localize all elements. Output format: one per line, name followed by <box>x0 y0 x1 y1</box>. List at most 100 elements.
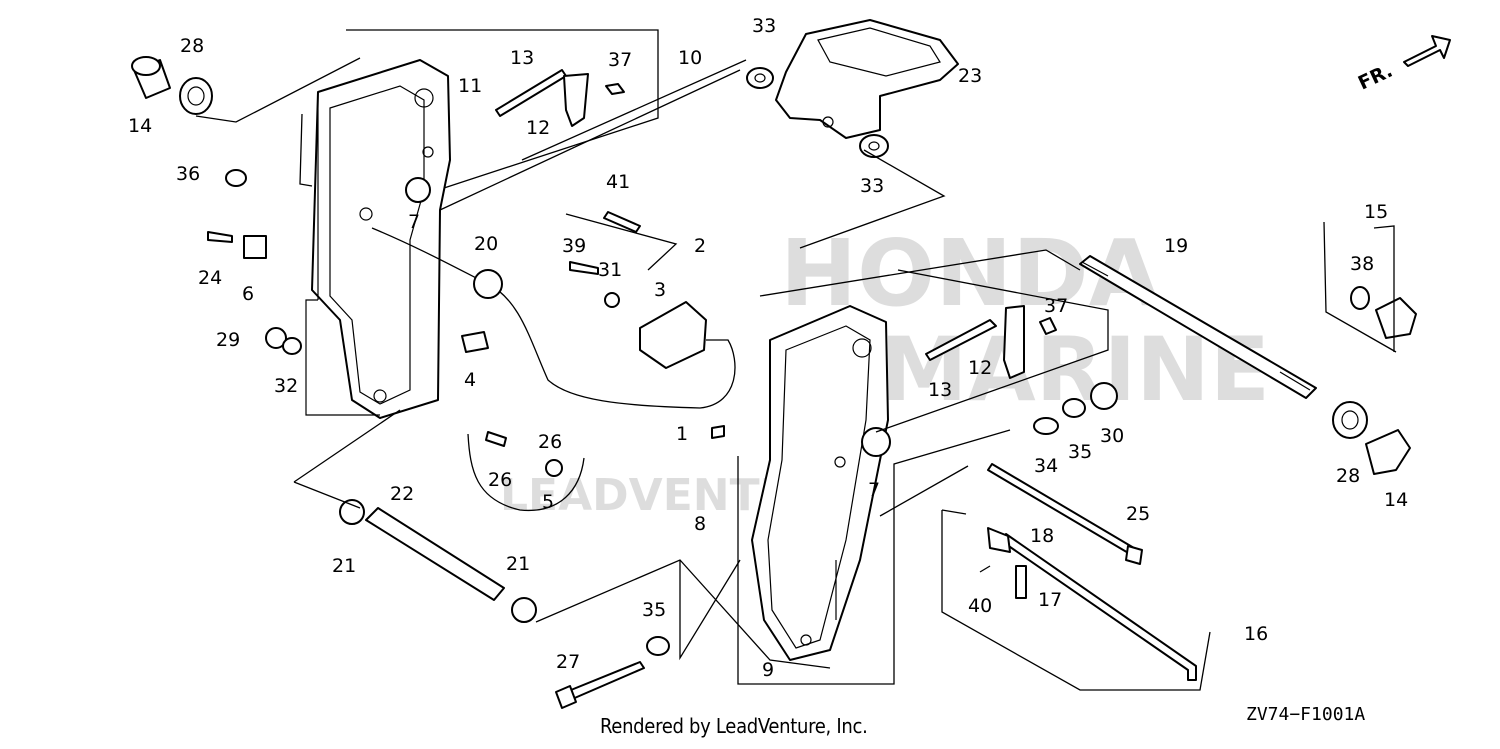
callout-38: 38 <box>1350 253 1374 275</box>
callout-32: 32 <box>274 375 298 397</box>
o-ring-38 <box>1350 286 1370 310</box>
wire-harness <box>299 113 313 187</box>
callout-26-top: 26 <box>538 431 562 453</box>
callout-13-left: 13 <box>510 47 534 69</box>
callout-28-left: 28 <box>180 35 204 57</box>
callout-7-right: 7 <box>868 479 880 501</box>
washer-35-right <box>1062 398 1086 418</box>
callout-7-left: 7 <box>408 211 420 233</box>
callout-15: 15 <box>1364 201 1388 223</box>
callout-16: 16 <box>1244 623 1268 645</box>
callout-36: 36 <box>176 163 200 185</box>
callout-21-left: 21 <box>332 555 356 577</box>
callout-8: 8 <box>694 513 706 535</box>
callouts: 1 2 3 4 5 6 7 7 8 9 10 11 12 12 13 13 14… <box>128 15 1408 681</box>
diagram-code: ZV74−F1001A <box>1246 704 1366 725</box>
callout-25: 25 <box>1126 503 1150 525</box>
callout-28-right: 28 <box>1336 465 1360 487</box>
rendered-by-footer: Rendered by LeadVenture, Inc. <box>600 714 868 738</box>
callout-6: 6 <box>242 283 254 305</box>
leader-lines <box>195 29 1397 691</box>
front-direction-arrow: FR. <box>1355 35 1451 95</box>
bolt-24 <box>207 231 233 243</box>
orientation-label: FR. <box>1355 60 1396 95</box>
nut-28-right <box>1332 401 1368 439</box>
callout-12-right: 12 <box>968 357 992 379</box>
bracket-3 <box>639 301 707 369</box>
callout-41: 41 <box>606 171 630 193</box>
callout-1: 1 <box>676 423 688 445</box>
bolt-37-left <box>605 83 625 95</box>
callout-3: 3 <box>654 279 666 301</box>
callout-9: 9 <box>762 659 774 681</box>
washer-31 <box>604 292 620 308</box>
right-stern-bracket <box>751 305 889 661</box>
callout-29: 29 <box>216 329 240 351</box>
pin-40 <box>979 565 991 573</box>
callout-35-left: 35 <box>642 599 666 621</box>
trim-rod-13-left <box>495 69 567 117</box>
callout-23: 23 <box>958 65 982 87</box>
cap-15 <box>1375 297 1417 339</box>
bolt-25 <box>987 463 1143 565</box>
callout-10: 10 <box>678 47 702 69</box>
clip-36 <box>225 169 247 187</box>
bolt-27 <box>555 661 645 709</box>
nut-29 <box>265 327 287 349</box>
callout-20: 20 <box>474 233 498 255</box>
trim-rod-13-right <box>925 319 997 361</box>
callout-2: 2 <box>694 235 706 257</box>
callout-14-right: 14 <box>1384 489 1408 511</box>
callout-19: 19 <box>1164 235 1188 257</box>
callout-18: 18 <box>1030 525 1054 547</box>
grommet-7-left <box>405 177 431 203</box>
callout-34: 34 <box>1034 455 1058 477</box>
link-12-left <box>563 73 589 127</box>
bolt-39 <box>569 261 599 275</box>
bolt-37-right <box>1039 317 1057 335</box>
callout-14-left: 14 <box>128 115 152 137</box>
left-stern-bracket <box>305 59 451 419</box>
callout-26-bottom: 26 <box>488 469 512 491</box>
callout-5: 5 <box>542 491 554 513</box>
callout-37-left: 37 <box>608 49 632 71</box>
clamp-4 <box>461 331 489 353</box>
callout-33-bottom: 33 <box>860 175 884 197</box>
nut-30 <box>1090 382 1118 410</box>
callout-27: 27 <box>556 651 580 673</box>
callout-33-top: 33 <box>752 15 776 37</box>
grommet-7-right <box>861 427 891 457</box>
callout-13-right: 13 <box>928 379 952 401</box>
shaft-22 <box>365 507 505 601</box>
callout-12-left: 12 <box>526 117 550 139</box>
washer-32 <box>282 337 302 355</box>
spring-18 <box>987 527 1011 553</box>
cap-14-right <box>1365 429 1411 475</box>
callout-11: 11 <box>458 75 482 97</box>
tilt-shaft-19 <box>1079 255 1317 399</box>
link-12-right <box>1003 305 1025 379</box>
nut-28-left <box>179 77 213 115</box>
bushing-21-left <box>339 499 365 525</box>
callout-30: 30 <box>1100 425 1124 447</box>
callout-22: 22 <box>390 483 414 505</box>
screw-1 <box>711 425 725 439</box>
cover-23 <box>775 19 959 139</box>
washer-35-left <box>646 636 670 656</box>
callout-17: 17 <box>1038 589 1062 611</box>
arrow-icon <box>1403 35 1451 67</box>
callout-24: 24 <box>198 267 222 289</box>
tilt-lever-16 <box>999 533 1197 681</box>
bolt-41 <box>603 211 641 233</box>
washer-34 <box>1033 417 1059 435</box>
callout-4: 4 <box>464 369 476 391</box>
cap-14-left <box>131 56 171 99</box>
callout-39: 39 <box>562 235 586 257</box>
cable-20 <box>371 227 736 409</box>
callout-35-right: 35 <box>1068 441 1092 463</box>
callout-21-right: 21 <box>506 553 530 575</box>
callout-31: 31 <box>598 259 622 281</box>
callout-37-right: 37 <box>1044 295 1068 317</box>
ground-cable-5 <box>467 431 585 512</box>
